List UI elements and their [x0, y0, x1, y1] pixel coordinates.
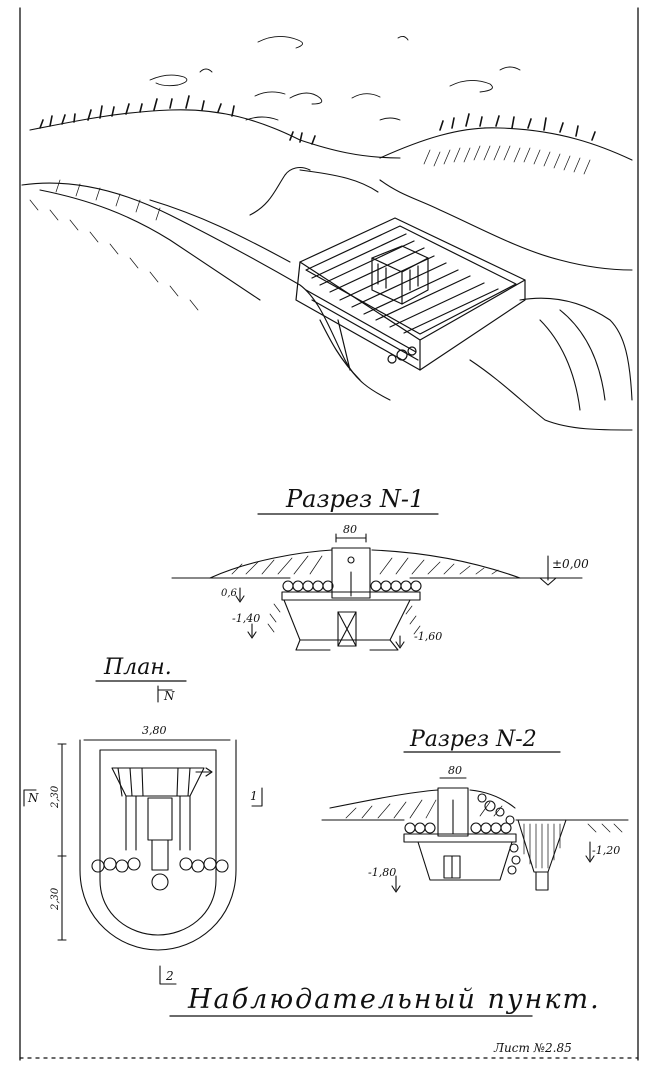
- section-1-level-zero: ±0,00: [552, 557, 589, 571]
- plan-dim-bottom: 2,30: [50, 887, 61, 911]
- plan-marker-left: [23, 789, 37, 807]
- vegetation: [39, 95, 596, 145]
- sheet-border: [19, 7, 639, 1061]
- section-2-depth-right: -1,20: [592, 844, 620, 857]
- section-1-depth-b: -1,40: [232, 612, 260, 625]
- section-2: Разрез N-2: [321, 727, 629, 893]
- hill-left: [29, 109, 401, 159]
- slope-hatching: [29, 145, 591, 311]
- section-1-width-label: 80: [343, 523, 357, 536]
- plan-title: План.: [103, 655, 172, 680]
- plan-logs: [91, 857, 229, 873]
- plan-north-arrow-top: [157, 685, 173, 703]
- plan-marker-right-label: 1: [250, 789, 258, 803]
- plan-north-top: N: [163, 689, 175, 703]
- hill-right: [379, 127, 633, 161]
- section-1-depth-a: 0,6: [221, 588, 238, 599]
- plan-marker-bottom-label: 2: [165, 969, 174, 983]
- section-1-pit: [283, 599, 411, 641]
- embankment-right: [519, 297, 633, 401]
- section-2-pit: [417, 841, 513, 881]
- plan-width-label: 3,80: [142, 724, 167, 737]
- sheet-number: Лист №2.85: [493, 1041, 572, 1055]
- section-1-depth-c: -1,60: [414, 630, 442, 643]
- drawing-caption: Наблюдательный пункт.: [187, 984, 601, 1015]
- perspective-sketch: [21, 35, 633, 431]
- plan-view: План.: [23, 655, 263, 985]
- section-1: Разрез N-1: [171, 485, 589, 651]
- section-1-mound: [209, 549, 521, 579]
- plan-marker-right: [251, 787, 263, 807]
- section-1-title: Разрез N-1: [285, 485, 424, 513]
- plan-outline: [79, 739, 237, 951]
- section-2-title: Разрез N-2: [409, 727, 537, 752]
- clouds: [149, 35, 521, 121]
- terrain-near-left: [21, 182, 391, 401]
- observation-post-structure: [295, 217, 526, 381]
- section-2-tower: [437, 787, 469, 837]
- section-2-depth-left: -1,80: [368, 866, 396, 879]
- section-2-logs: [403, 822, 517, 843]
- section-2-width-label: 80: [448, 764, 462, 777]
- plan-dim-top: 2,30: [50, 785, 61, 809]
- section-1-logs: [281, 580, 422, 601]
- section-1-tower: [331, 547, 371, 599]
- plan-marker-bottom: [159, 965, 177, 985]
- plan-north-left: N: [27, 791, 39, 805]
